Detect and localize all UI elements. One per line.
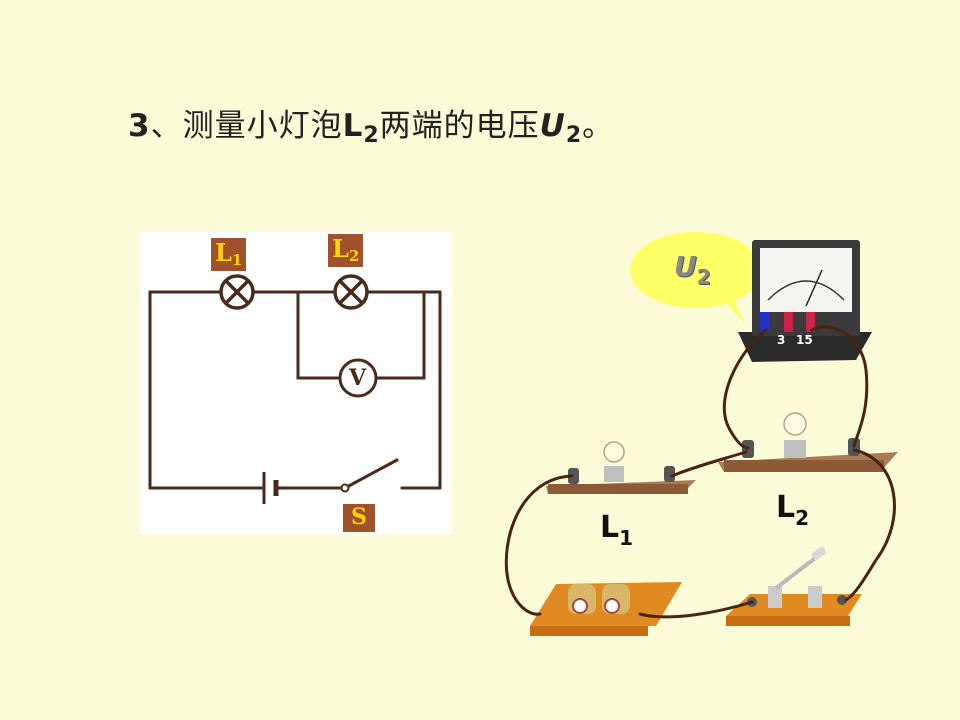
apparatus-wires [504,325,896,619]
battery-holder [530,582,682,636]
wire-meter-to-l2-left [722,328,768,450]
wire-battery-to-switch [638,600,754,619]
title-voltage-sub: 2 [565,123,583,148]
wire-voltmeter-right [374,290,426,380]
wire-meter-to-l2-right [810,325,869,448]
bubble-label-u2: U2 [674,250,711,289]
schematic-label-l1: L1 [211,238,247,271]
battery-symbol [262,472,279,504]
schematic-label-switch: S [343,504,375,532]
speech-bubble [630,232,762,324]
schematic-svg [148,274,442,504]
wire-l1-to-l2 [670,450,748,478]
switch-pivot [340,483,350,493]
schematic-label-l2: L2 [328,234,364,267]
title-lamp: L [342,108,364,144]
photo-label-l2: L2 [776,490,810,530]
switch-blade [343,458,399,490]
wire-l2-to-switch [844,448,896,602]
lamp-l2-symbol [333,274,369,310]
lamp-l1-symbol [219,274,255,310]
circuit-schematic: L1 L2 V S [140,232,452,534]
meter-range-15: 15 [796,333,813,347]
title-end: 。 [582,108,615,144]
title-text: 、测量小灯泡 [150,108,343,144]
photo-label-l1: L1 [600,510,634,550]
title-lamp-sub: 2 [363,123,380,148]
meter-range-3: 3 [777,333,786,347]
schematic-voltmeter-letter: V [349,365,367,391]
voltmeter-device [738,240,872,362]
slide-title: 3、测量小灯泡L2两端的电压U2。 [128,100,614,148]
wire-l1-to-battery [504,474,574,616]
title-text2: 两端的电压 [379,108,540,144]
lamp-board-l1 [546,441,696,494]
wire-voltmeter-left [296,290,342,380]
voltmeter-symbol [338,358,378,398]
title-number: 3 [128,108,151,144]
switch-device [726,546,862,626]
lamp-board-l2 [718,412,898,472]
title-voltage: U [539,108,566,144]
